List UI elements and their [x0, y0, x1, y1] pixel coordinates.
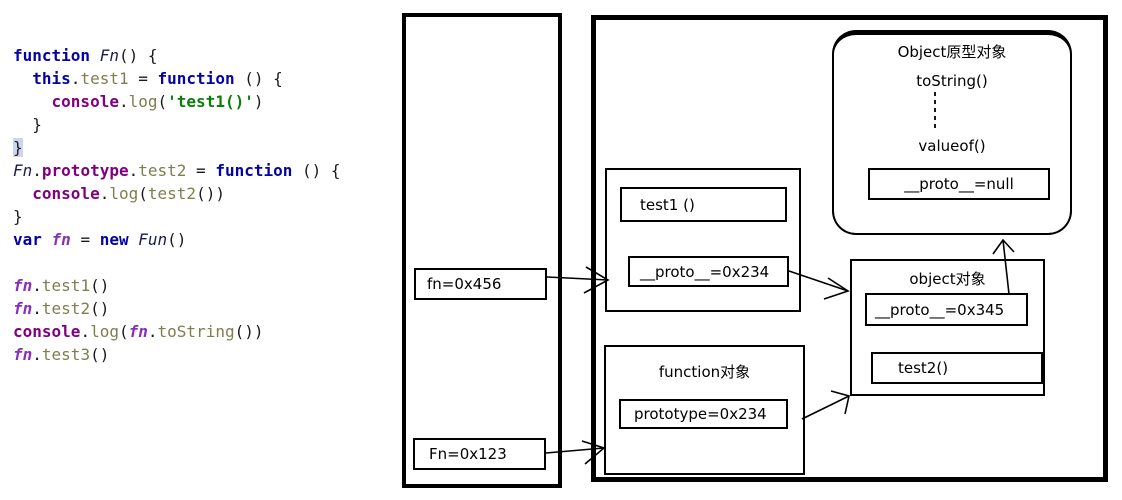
proto-null-label: __proto__=null: [904, 175, 1014, 193]
code-line: var fn = new Fun(): [13, 230, 187, 249]
object-prototype-title: Object原型对象: [897, 43, 1007, 61]
Fn-variable-box: Fn=0x123: [413, 438, 546, 470]
test2-method-box: test2(): [871, 352, 1043, 384]
proto-0x234-label: __proto__=0x234: [640, 262, 770, 281]
function-object-title: function对象: [658, 363, 751, 381]
instance-object-box: test1 () __proto__=0x234: [605, 168, 801, 312]
proto-null-box: __proto__=null: [868, 168, 1050, 200]
prototype-0x234-box: prototype=0x234: [619, 399, 788, 429]
proto-0x345-box: __proto__=0x345: [865, 293, 1028, 326]
code-line: }: [13, 138, 23, 157]
code-line: }: [13, 115, 42, 134]
object-prototype-box: Object原型对象 toString() valueof() __proto_…: [832, 30, 1072, 235]
stack-frame: fn=0x456 Fn=0x123: [402, 13, 562, 488]
code-line: fn.test2(): [13, 299, 110, 318]
heap-frame: Object原型对象 toString() valueof() __proto_…: [591, 15, 1108, 482]
Fn-variable-label: Fn=0x123: [429, 445, 507, 463]
test1-method-box: test1 (): [620, 187, 787, 222]
code-line: function Fn() {: [13, 46, 158, 65]
code-line: }: [13, 207, 23, 226]
test2-method-label: test2(): [898, 359, 949, 377]
code-line: console.log(test2()): [32, 184, 225, 203]
code-line: Fn.prototype.test2 = function () {: [13, 161, 341, 180]
fn-variable-label: fn=0x456: [427, 275, 502, 293]
test1-method-label: test1 (): [640, 195, 695, 214]
code-panel: function Fn() { this.test1 = function ()…: [13, 44, 341, 366]
tostring-method-label: toString(): [916, 72, 988, 90]
code-line: console.log(fn.toString()): [13, 322, 264, 341]
code-line: fn.test1(): [13, 276, 110, 295]
proto-0x345-label: __proto__=0x345: [875, 300, 1005, 319]
prototype-object-box: object对象 __proto__=0x345 test2(): [850, 259, 1045, 396]
fn-variable-box: fn=0x456: [414, 268, 547, 300]
prototype-object-title: object对象: [909, 270, 986, 288]
code-line: [13, 251, 341, 274]
prototype-0x234-label: prototype=0x234: [634, 405, 767, 423]
code-line: fn.test3(): [13, 345, 110, 364]
function-object-box: function对象 prototype=0x234: [604, 345, 805, 475]
code-line: this.test1 = function () {: [32, 69, 283, 88]
valueof-method-label: valueof(): [918, 137, 986, 155]
code-line: console.log('test1()'): [51, 92, 264, 111]
proto-0x234-box: __proto__=0x234: [628, 256, 789, 287]
